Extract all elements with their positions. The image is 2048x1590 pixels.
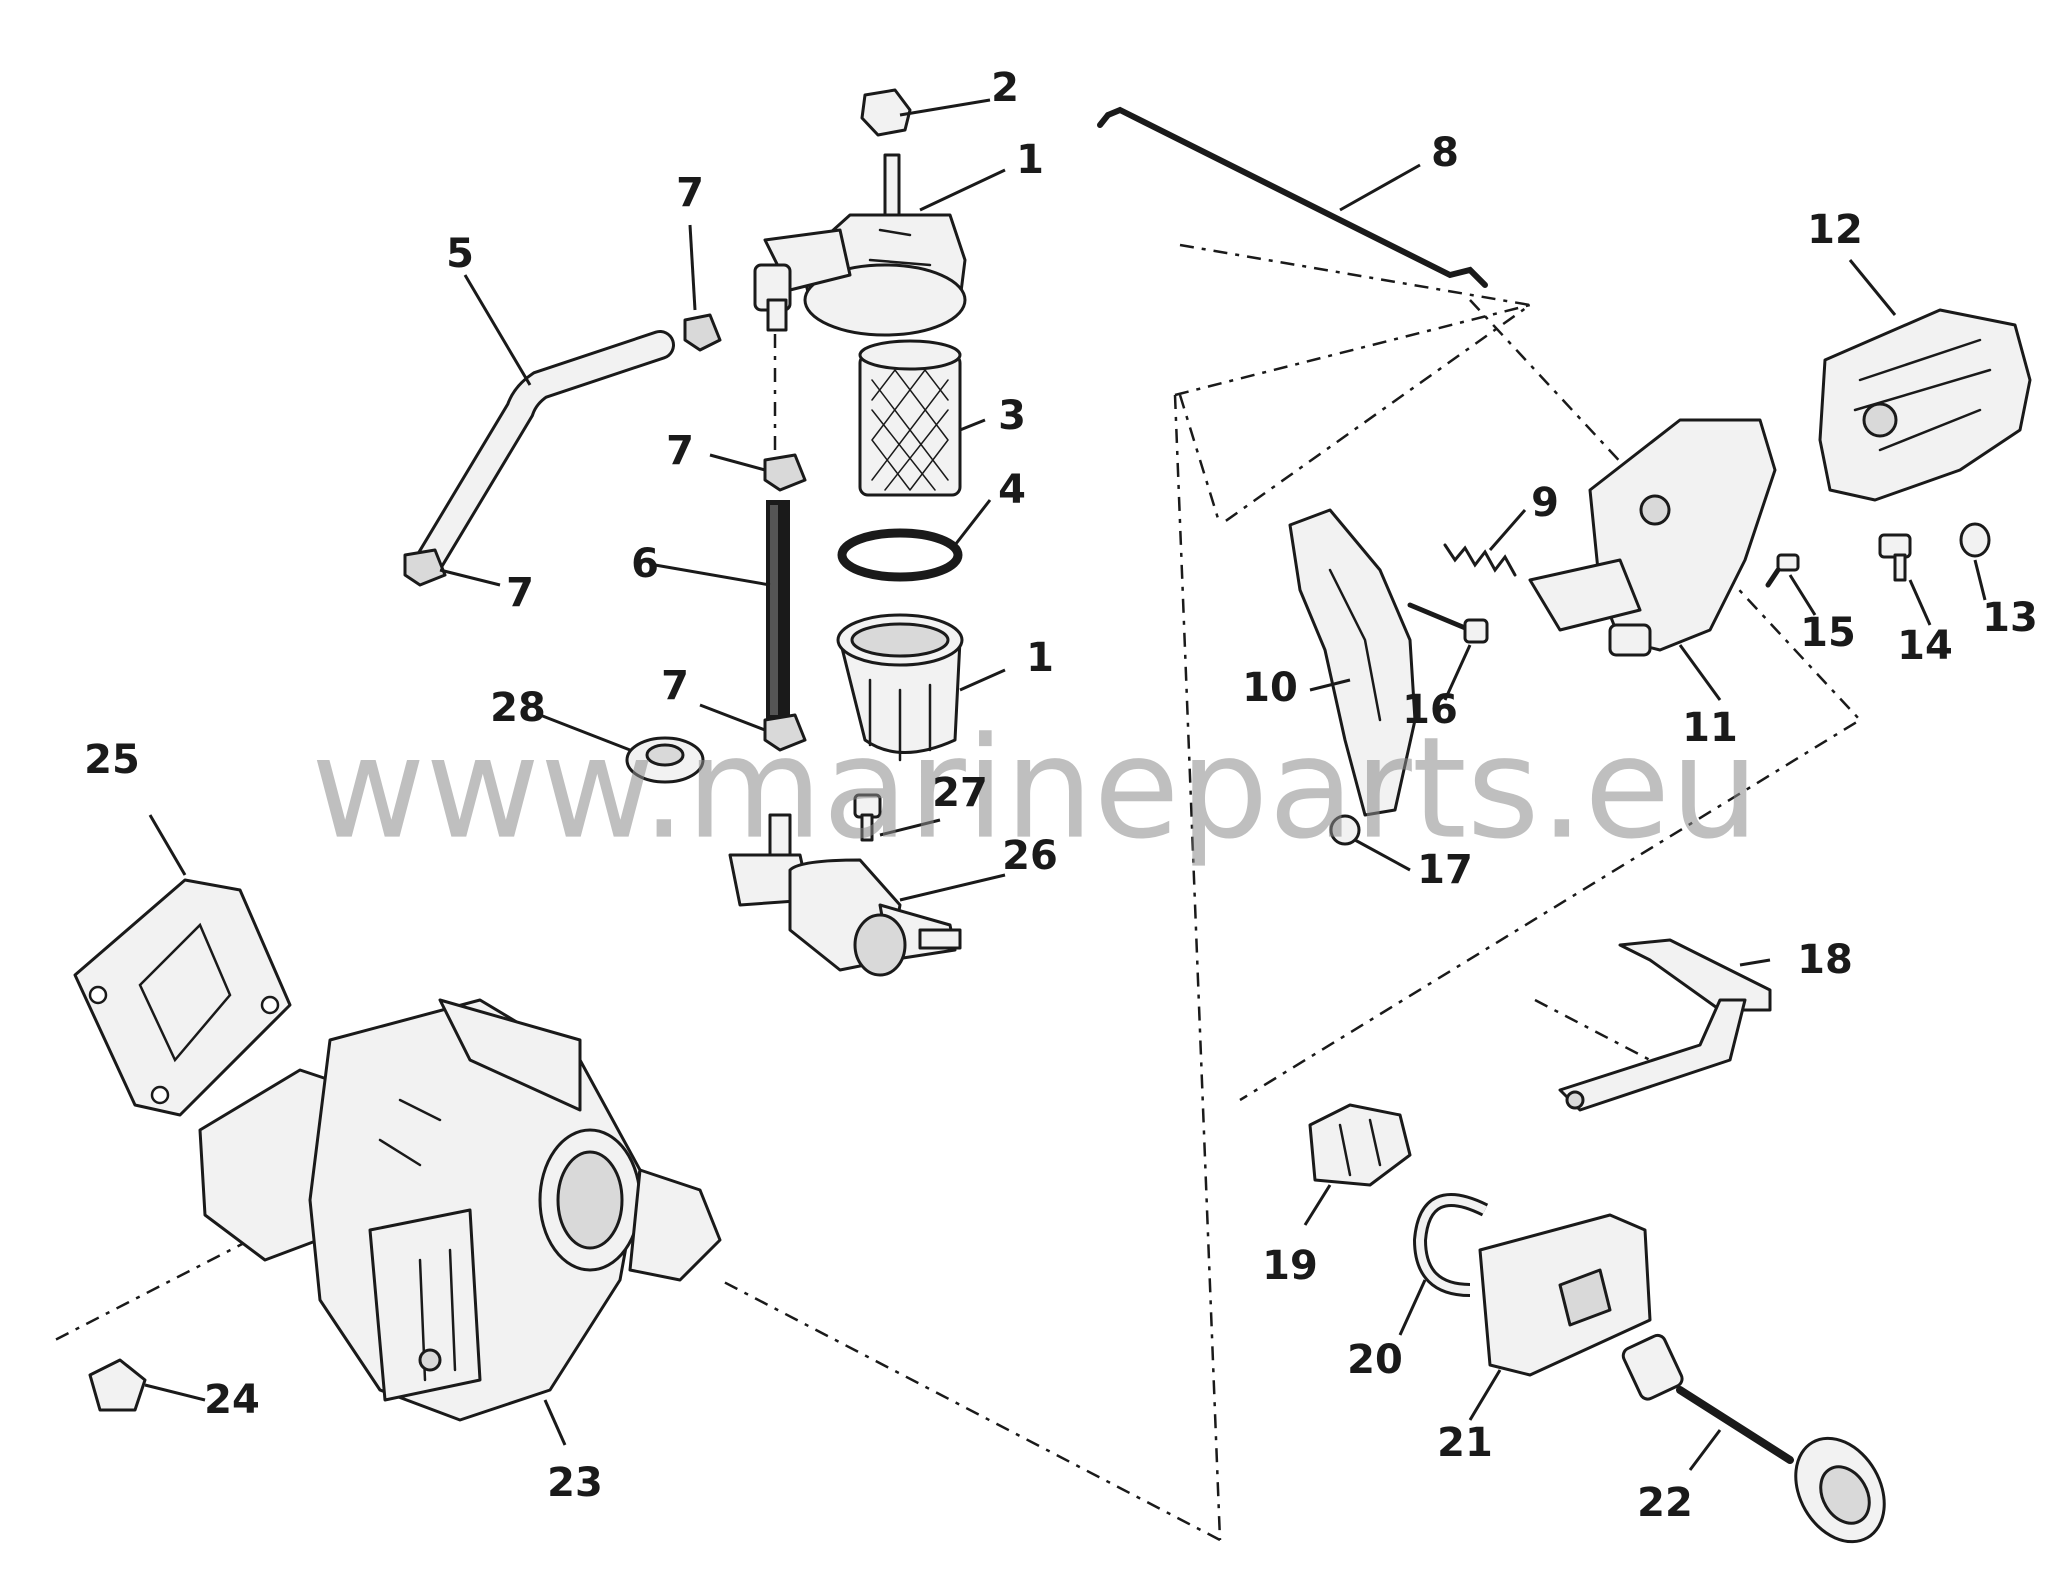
callout-22: 22: [1637, 1480, 1693, 1526]
callout-7-b: 7: [666, 428, 694, 474]
part-16-bolt: [1407, 602, 1489, 644]
callout-7-c: 7: [661, 663, 689, 709]
part-14-screw: [1878, 533, 1912, 582]
part-20-clip: [1412, 1193, 1489, 1297]
callout-20: 20: [1347, 1337, 1403, 1383]
part-9-spring: [1443, 543, 1517, 577]
callout-8: 8: [1431, 130, 1459, 176]
callout-9: 9: [1531, 480, 1559, 526]
part-1-filter-bowl: [836, 613, 964, 762]
clamp-7-a: [683, 313, 722, 352]
callout-17: 17: [1417, 847, 1473, 893]
part-25-gasket: [73, 878, 292, 1117]
callout-numbers: 2 1 3 4 1 5 6 7 7 7 7 28 27 26 25 8 9 10…: [84, 65, 2038, 1526]
clamp-7-d: [403, 548, 447, 587]
part-10-cam-plate: [1288, 508, 1417, 817]
callout-18: 18: [1797, 937, 1853, 983]
callout-1-top: 1: [1016, 137, 1044, 183]
callout-27: 27: [932, 770, 988, 816]
part-18-throttle-lever: [1558, 938, 1772, 1112]
part-12-housing: [1818, 308, 2032, 502]
part-19-block: [1308, 1103, 1412, 1187]
part-8-link-rod: [1097, 106, 1488, 288]
callout-14: 14: [1897, 623, 1953, 669]
part-11-bracket: [1528, 418, 1777, 657]
part-6-fuel-line: [766, 500, 790, 720]
leader-lines: [144, 98, 1987, 1471]
callout-1-bowl: 1: [1026, 635, 1054, 681]
callout-10: 10: [1242, 665, 1298, 711]
part-4-o-ring: [837, 528, 963, 582]
part-3-filter-element: [858, 339, 962, 497]
callout-13: 13: [1982, 595, 2038, 641]
callout-3: 3: [998, 393, 1026, 439]
callout-11: 11: [1682, 705, 1738, 751]
part-22-knob-shaft: [1621, 1333, 1886, 1544]
part-15-screw: [1765, 553, 1800, 588]
callout-26: 26: [1002, 833, 1058, 879]
callout-2: 2: [991, 65, 1019, 111]
callout-16: 16: [1402, 687, 1458, 733]
part-13-knob: [1959, 522, 1991, 558]
part-26-solenoid: [728, 813, 962, 977]
callout-19: 19: [1262, 1243, 1318, 1289]
assembly-guide-lines: [54, 243, 1862, 1542]
callout-7-d: 7: [506, 570, 534, 616]
callout-25: 25: [84, 737, 140, 783]
callout-7-a: 7: [676, 170, 704, 216]
callout-6: 6: [631, 541, 659, 587]
part-23-carburetor: [198, 998, 722, 1422]
callout-5: 5: [446, 231, 474, 277]
callout-21: 21: [1437, 1420, 1493, 1466]
callout-28: 28: [490, 685, 546, 731]
callout-24: 24: [204, 1377, 260, 1423]
part-17-washer: [1329, 814, 1361, 846]
part-27-screw: [853, 793, 882, 842]
part-2-cap: [860, 88, 912, 137]
callout-4: 4: [998, 467, 1026, 513]
callout-15: 15: [1800, 610, 1856, 656]
part-28-grommet: [625, 736, 705, 784]
callout-12: 12: [1807, 207, 1863, 253]
part-5-hose: [415, 330, 675, 575]
part-1-filter-head: [753, 153, 967, 337]
clamp-7-c: [763, 713, 807, 752]
part-21-plate: [1478, 1213, 1652, 1377]
part-24-jet: [88, 1358, 147, 1412]
part-7-hose-clamps: [403, 313, 807, 752]
clamp-7-b: [763, 453, 807, 492]
callout-23: 23: [547, 1460, 603, 1506]
watermark-text: www.marineparts.eu: [311, 708, 1759, 871]
